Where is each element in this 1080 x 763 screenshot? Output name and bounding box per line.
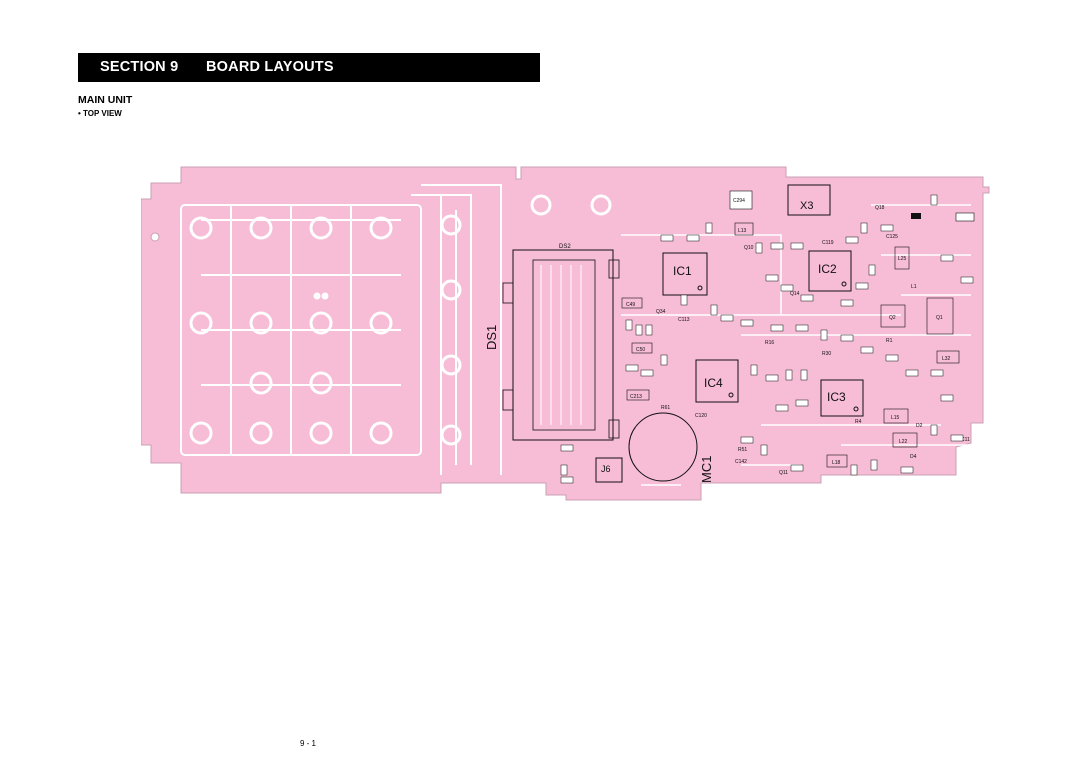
comp-label-q18: Q18 <box>875 205 885 211</box>
smd-pads <box>560 194 974 484</box>
comp-label-l18: L18 <box>832 460 841 466</box>
pcb-drawing: DS1 DS2 IC1 IC2 X3 IC4 IC3 MC1 J6 <box>140 166 990 501</box>
comp-label-c142: C142 <box>735 459 747 465</box>
ic2-chip <box>808 250 852 292</box>
x3-label: X3 <box>800 200 813 212</box>
j6-label: J6 <box>601 464 611 474</box>
comp-label-q10: Q10 <box>744 245 754 251</box>
comp-label-q14: Q14 <box>790 291 800 297</box>
comp-label-l13: L13 <box>738 228 747 234</box>
comp-label-l15: L15 <box>891 415 900 421</box>
comp-label-d2: D2 <box>916 423 923 429</box>
comp-label-c125: C125 <box>886 234 898 240</box>
ic3-chip <box>820 379 864 417</box>
comp-label-c11: C11 <box>961 437 970 443</box>
comp-label-c120: C120 <box>695 413 707 419</box>
ds2-label: DS2 <box>559 244 571 250</box>
mounting-hole <box>150 232 160 242</box>
comp-label-l32: L32 <box>942 356 951 362</box>
mc1-label: MC1 <box>699 456 714 483</box>
comp-label-q34: Q34 <box>656 309 666 315</box>
comp-label-q11: Q11 <box>779 470 788 476</box>
comp-label-c294: C294 <box>733 198 745 204</box>
keypad-area <box>180 184 502 475</box>
comp-label-c113: C113 <box>678 317 690 323</box>
battery-mark <box>911 213 921 219</box>
comp-label-c213: C213 <box>630 394 642 400</box>
j6-connector <box>595 457 623 483</box>
mc1-microphone <box>628 412 698 482</box>
comp-label-d4: D4 <box>910 454 917 460</box>
comp-label-l22: L22 <box>899 439 908 445</box>
view-label: • TOP VIEW <box>78 109 122 118</box>
comp-label-l25: L25 <box>898 256 907 262</box>
ic4-chip <box>695 359 739 403</box>
comp-label-r61: R61 <box>661 405 670 411</box>
component-labels: C294 Q18 L13 Q10 C119 C125 L25 Q2 Q1 L32… <box>621 190 970 476</box>
x3-crystal <box>787 184 831 216</box>
comp-label-r16: R16 <box>765 340 774 346</box>
comp-label-r4: R4 <box>855 419 862 425</box>
comp-label-c50: C50 <box>636 347 645 353</box>
comp-label-r1: R1 <box>886 338 893 344</box>
ds1-display-area <box>502 249 620 441</box>
pcb-board-layout: DS1 DS2 IC1 IC2 X3 IC4 IC3 MC1 J6 <box>140 165 996 510</box>
board-outline <box>140 166 990 501</box>
comp-label-c49: C49 <box>626 302 635 308</box>
ds1-label: DS1 <box>484 325 499 350</box>
section-title: BOARD LAYOUTS <box>206 59 334 75</box>
section-banner: SECTION 9 BOARD LAYOUTS <box>78 53 540 82</box>
comp-label-r30: R30 <box>822 351 831 357</box>
ic3-label: IC3 <box>827 390 846 404</box>
comp-label-c119: C119 <box>822 240 834 246</box>
comp-label-q2: Q2 <box>889 315 896 321</box>
comp-label-r51: R51 <box>738 447 747 453</box>
comp-label-l1: L1 <box>911 284 917 290</box>
ic1-label: IC1 <box>673 264 692 278</box>
ic2-label: IC2 <box>818 262 837 276</box>
rf-traces <box>621 204 971 486</box>
section-number: SECTION 9 <box>100 59 179 75</box>
antenna-pad <box>955 212 975 222</box>
page-number: 9 - 1 <box>300 739 317 748</box>
ic4-label: IC4 <box>704 376 723 390</box>
keypad-pads <box>189 194 612 446</box>
comp-label-q1: Q1 <box>936 315 943 321</box>
unit-title: MAIN UNIT <box>78 94 133 106</box>
